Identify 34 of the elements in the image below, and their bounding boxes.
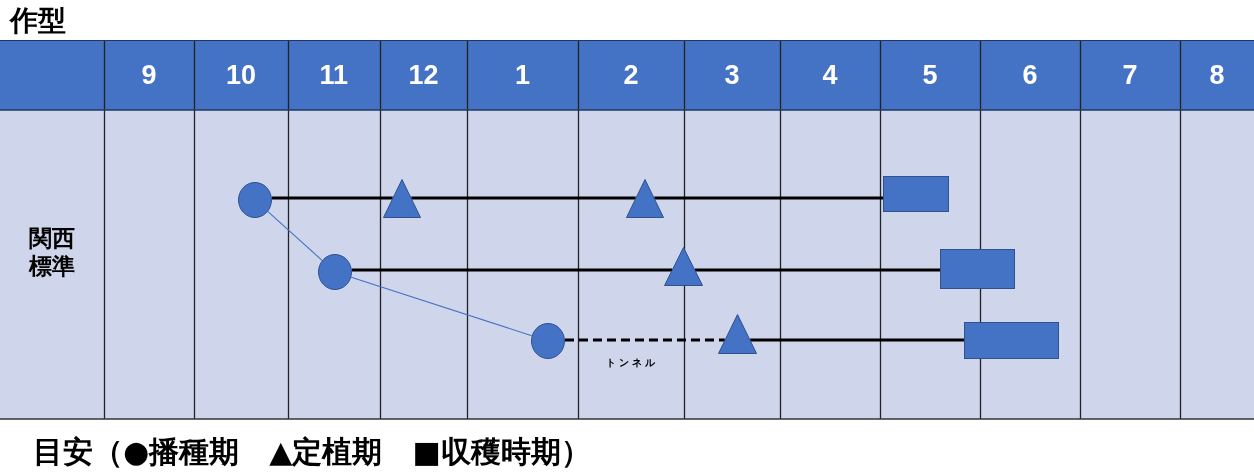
- triangle-marker: [626, 179, 664, 218]
- circle-marker: [318, 254, 352, 290]
- row-label: 関西標準: [29, 224, 75, 280]
- month-label: 9: [141, 60, 157, 90]
- triangle-marker: [383, 179, 421, 218]
- month-label: 11: [319, 60, 349, 90]
- circle-marker: [531, 323, 565, 359]
- connector-line: [411, 196, 636, 200]
- dashed-connector-line: [564, 338, 725, 342]
- legend-caption: 目安（●播種期 ▲定植期 ■収穫時期）: [33, 434, 591, 470]
- triangle-marker: [718, 314, 757, 354]
- connector-line: [267, 211, 323, 261]
- rectangle-marker: [883, 176, 949, 212]
- month-label: 5: [922, 60, 938, 90]
- circle-marker: [238, 182, 272, 218]
- month-label: 3: [724, 60, 740, 90]
- month-label: 7: [1122, 60, 1138, 90]
- rectangle-marker: [940, 249, 1015, 289]
- connector-line: [271, 196, 393, 200]
- month-label: 12: [408, 60, 439, 90]
- connector-line: [695, 268, 940, 272]
- connector-line: [750, 338, 964, 342]
- month-label: 2: [623, 60, 639, 90]
- month-label: 6: [1022, 60, 1038, 90]
- connector-line: [351, 268, 672, 272]
- month-label: 10: [226, 60, 257, 90]
- month-label: 4: [822, 60, 838, 90]
- triangle-marker: [664, 247, 703, 286]
- chart-title: 作型: [10, 5, 66, 37]
- rectangle-marker: [964, 322, 1059, 359]
- connector-line: [350, 276, 533, 337]
- month-label: 1: [515, 60, 531, 90]
- connector-line: [654, 196, 883, 200]
- month-label: 8: [1209, 60, 1225, 90]
